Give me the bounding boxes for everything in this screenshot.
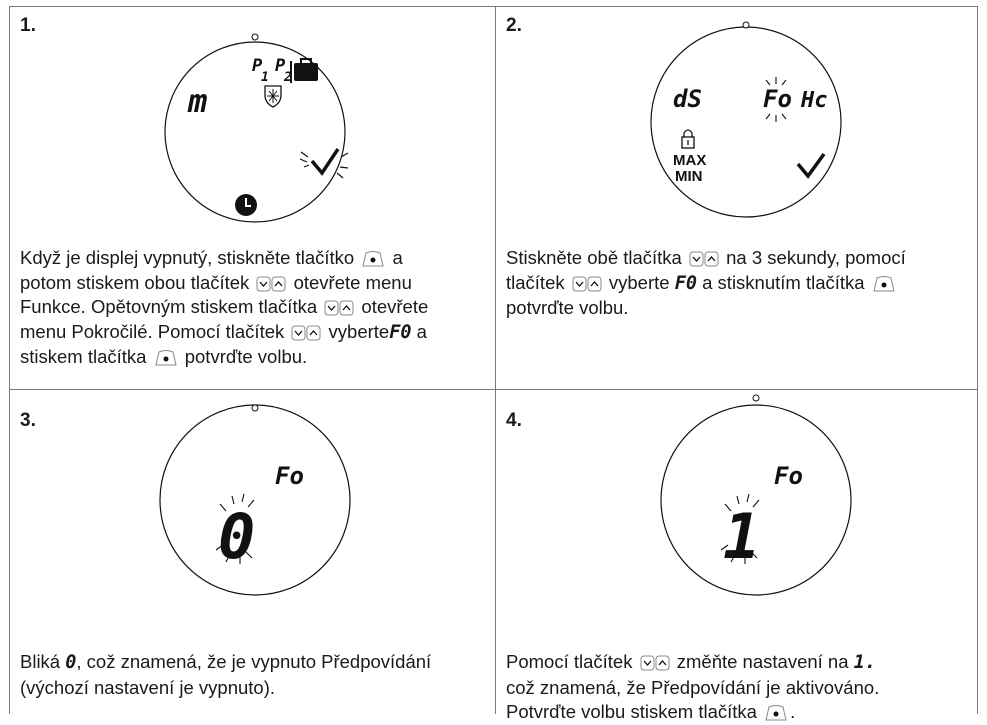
hc-segment: Hc: [800, 88, 828, 113]
min-label: MIN: [675, 168, 703, 185]
clock-icon: [235, 194, 257, 216]
ok-button-icon: [362, 251, 384, 267]
p1-index: 1: [261, 70, 269, 85]
blink-rays: [720, 493, 760, 564]
thermostat-display: dS Fo Hc MAX MIN: [650, 21, 842, 218]
up-down-buttons-icon: [324, 300, 354, 316]
fo-segment: Fo: [774, 462, 803, 490]
step-number: 2.: [506, 15, 522, 36]
ok-button-icon: [154, 350, 177, 366]
thermostat-display: Fo 0: [159, 404, 351, 596]
blink-rays: [215, 493, 255, 564]
up-down-buttons-icon: [689, 251, 719, 267]
checkmark-icon: [796, 152, 826, 179]
ds-segment: dS: [673, 85, 702, 113]
up-down-buttons-icon: [291, 325, 321, 341]
thermostat-display: m P 1 P 2: [164, 33, 349, 223]
value-code: 1.: [853, 652, 876, 673]
value-digit: 1: [723, 500, 760, 573]
instruction-text: Bliká 0, což znamená, že je vypnuto Před…: [20, 651, 432, 698]
suitcase-icon: [290, 58, 318, 83]
up-down-buttons-icon: [572, 276, 602, 292]
up-down-buttons-icon: [640, 655, 670, 671]
p2-label: P: [275, 56, 286, 76]
value-code: 0: [65, 652, 77, 673]
step-number: 1.: [20, 15, 36, 36]
thermostat-display: Fo 1: [660, 394, 852, 596]
max-label: MAX: [673, 152, 706, 169]
fo-segment: Fo: [275, 462, 304, 490]
checkmark-icon: [299, 148, 349, 179]
step-number: 3.: [20, 410, 36, 431]
panel-2: 2. dS Fo Hc MAX MIN Stiskněte obě tlačít…: [495, 6, 978, 390]
blink-rays: [765, 77, 787, 122]
step-number: 4.: [506, 410, 522, 431]
f0-code: F0: [674, 272, 697, 294]
p2-index: 2: [283, 70, 292, 85]
f0-code: F0: [389, 321, 412, 343]
ok-button-icon: [873, 275, 895, 292]
panel-1: 1. m P 1 P 2 Když je displej vypnutý, st…: [9, 6, 496, 390]
frost-shield-icon: [264, 85, 282, 108]
p1-label: P: [252, 56, 263, 76]
instruction-text: Pomocí tlačítek změňte nastavení na 1. c…: [506, 651, 880, 722]
up-down-buttons-icon: [256, 276, 286, 292]
ok-button-icon: [765, 705, 787, 721]
fo-segment: Fo: [763, 85, 792, 113]
panel-3: 3. Fo 0 Bliká 0, což znamená, že je vypn…: [9, 389, 496, 714]
panel-4: 4. Fo 1 Pomocí tlačítek změňte nastavení…: [495, 389, 978, 722]
instruction-text: Stiskněte obě tlačítka na 3 sekundy, pom…: [506, 247, 906, 318]
value-digit: 0: [218, 500, 255, 573]
mode-segment: m: [187, 82, 207, 120]
instruction-text: Když je displej vypnutý, stiskněte tlačí…: [20, 247, 429, 367]
lock-icon: [681, 129, 695, 149]
